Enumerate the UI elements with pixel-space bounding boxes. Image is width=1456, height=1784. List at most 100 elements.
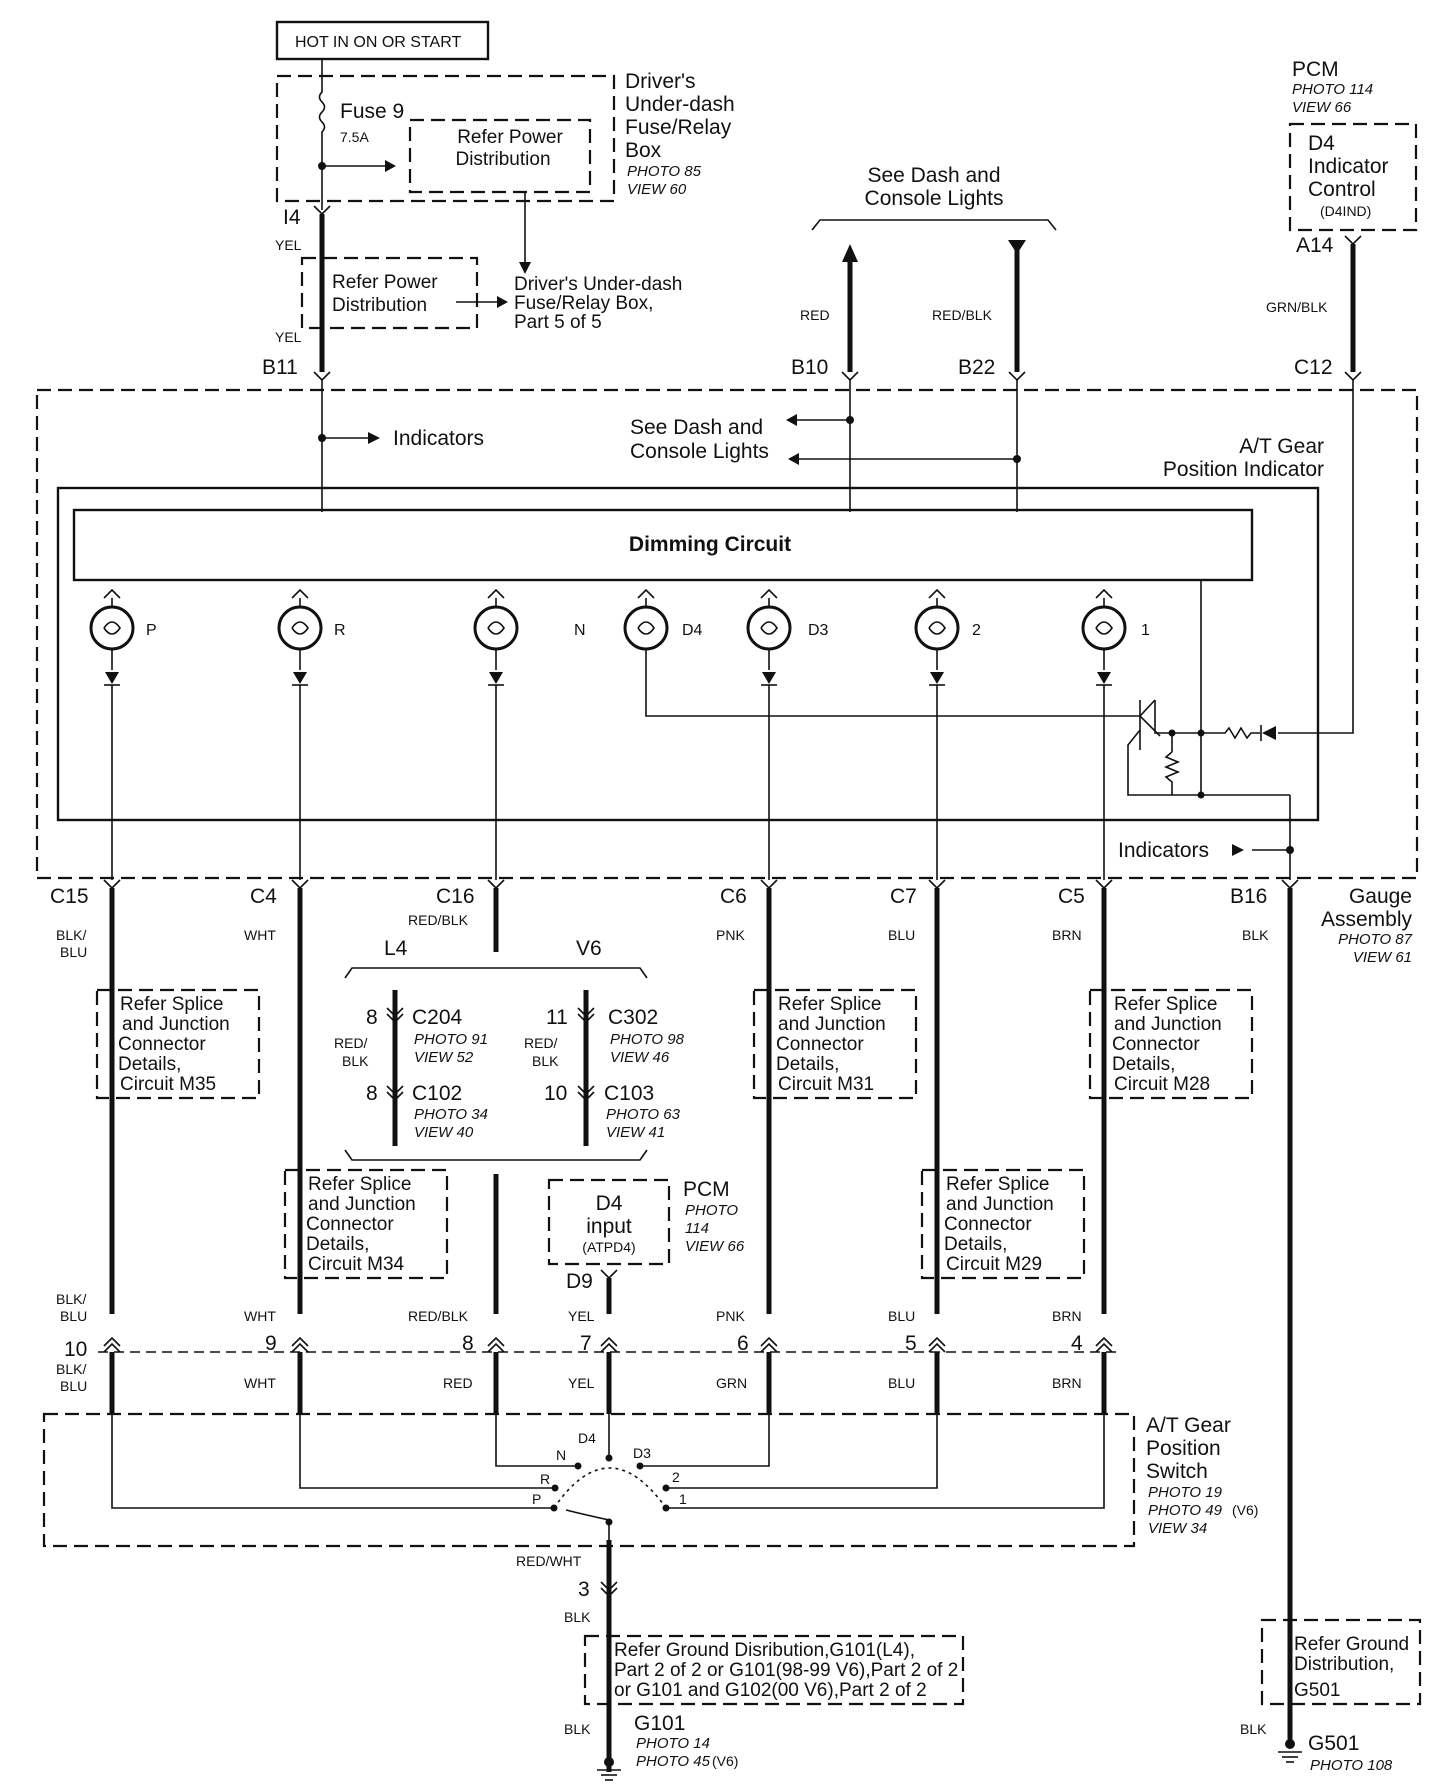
gauge-assembly-1: Gauge — [1349, 885, 1412, 908]
refer-g501-3: G501 — [1294, 1680, 1340, 1701]
b10-connector-symbol — [841, 371, 859, 382]
c12-connector-symbol — [1344, 371, 1362, 382]
hot-label-box — [275, 20, 490, 61]
ground-symbol-g501 — [1278, 1716, 1302, 1763]
gear-switch-contacts — [111, 1414, 1105, 1540]
fuse-box-photo: PHOTO 85 — [627, 163, 702, 180]
c102-name: C102 — [412, 1082, 462, 1105]
c102-view: VIEW 40 — [414, 1124, 474, 1141]
fuse-branch-arrow — [385, 160, 396, 172]
pin-c5: C5 — [1058, 885, 1085, 908]
c204-photo: PHOTO 91 — [414, 1031, 488, 1048]
refer-power-box-a — [408, 118, 592, 194]
ground-pin-3: 3 — [578, 1578, 590, 1601]
pcm-top-box-4: (D4IND) — [1320, 203, 1371, 219]
splice-m34-box — [283, 1168, 449, 1280]
splice-m31-3: Connector — [776, 1034, 864, 1055]
splice-m34-2: and Junction — [308, 1194, 416, 1215]
l4-redblk-2: BLK — [342, 1053, 369, 1069]
c102-pin: 8 — [366, 1082, 378, 1105]
dash-internal-arrow-2 — [788, 453, 799, 465]
pcm-top-view: VIEW 66 — [1292, 99, 1352, 116]
l4-redblk-1: RED/ — [334, 1035, 368, 1051]
refer-g501-box — [1260, 1618, 1422, 1706]
c103-connector-symbol — [577, 1085, 595, 1102]
pcm-top-box-3: Control — [1308, 178, 1376, 201]
lamp-label-n: N — [574, 622, 586, 639]
switch-wire-above-2: BLU — [60, 1308, 87, 1324]
fuse-9-symbol — [318, 76, 326, 150]
refer-power-box-b — [300, 256, 479, 330]
c103-photo: PHOTO 63 — [606, 1106, 681, 1123]
splice-m34-3: Connector — [306, 1214, 394, 1235]
c103-name: C103 — [604, 1082, 654, 1105]
fuse-box-view: VIEW 60 — [627, 181, 687, 198]
splice-m29-1: Refer Splice — [946, 1174, 1050, 1195]
gauge-assembly-2: Assembly — [1321, 908, 1413, 931]
splice-m29-2: and Junction — [946, 1194, 1054, 1215]
g501-photo: PHOTO 108 — [1310, 1757, 1393, 1774]
lamp-n — [473, 588, 519, 686]
splice-m34-1: Refer Splice — [308, 1174, 412, 1195]
pin-3-connector-symbol — [600, 1581, 618, 1598]
dash-lights-title-2: Console Lights — [865, 187, 1004, 210]
switch-pin-9: 9 — [265, 1332, 277, 1355]
lamp-2 — [914, 588, 960, 686]
lamp-label-2: 2 — [972, 622, 981, 639]
v6-redblk-2: BLK — [532, 1053, 559, 1069]
ground-symbol-g101 — [597, 1757, 621, 1781]
part-text-3: Part 5 of 5 — [514, 312, 602, 333]
splice-m34-5: Circuit M34 — [308, 1254, 405, 1275]
switch-title-2: Position — [1146, 1437, 1221, 1460]
c302-view: VIEW 46 — [610, 1049, 670, 1066]
pin-c6: C6 — [720, 885, 747, 908]
pcm-d4-input-box — [547, 1178, 671, 1266]
gauge-assembly-outline — [35, 388, 1419, 880]
switch-pos-d3: D3 — [633, 1445, 651, 1461]
wire-yel-a: YEL — [275, 237, 302, 253]
lamp-label-d4: D4 — [682, 622, 703, 639]
dash-internal-node-2 — [1013, 455, 1021, 463]
dash-lights-bracket — [811, 219, 1057, 231]
wire-c16: RED/BLK — [408, 912, 469, 928]
lamp-label-p: P — [146, 622, 157, 639]
g101-photo-1: PHOTO 14 — [636, 1735, 710, 1752]
gauge-dash-lights-1: See Dash and — [630, 416, 763, 439]
gear-position-indicator-box — [56, 486, 1320, 822]
pcm-bottom-box-1: D4 — [596, 1192, 623, 1215]
lamp-label-d3: D3 — [808, 622, 829, 639]
c302-photo: PHOTO 98 — [610, 1031, 685, 1048]
pin-b16: B16 — [1230, 885, 1267, 908]
switch-wire-below-3: WHT — [244, 1375, 276, 1391]
splice-m28-3: Connector — [1112, 1034, 1200, 1055]
wire-redwht: RED/WHT — [516, 1553, 582, 1569]
c302-connector-symbol — [577, 1007, 595, 1024]
b22-connector-symbol — [1008, 371, 1026, 382]
switch-wire-above-1: BLK/ — [56, 1291, 86, 1307]
d4-driver-circuit — [1127, 380, 1354, 851]
pcm-top-box-1: D4 — [1308, 132, 1335, 155]
splice-m29-4: Details, — [944, 1234, 1007, 1255]
splice-m28-2: and Junction — [1114, 1014, 1222, 1035]
pin-d9: D9 — [566, 1270, 593, 1293]
lamp-d3 — [746, 588, 792, 686]
switch-connector-symbols — [103, 1336, 1113, 1353]
switch-wire-above-6: PNK — [716, 1308, 745, 1324]
pin-c7: C7 — [890, 885, 917, 908]
refer-power-b-arrow — [497, 296, 508, 308]
splice-m35-1: Refer Splice — [120, 994, 224, 1015]
lamp-label-r: R — [334, 622, 346, 639]
splice-m35-5: Circuit M35 — [120, 1074, 216, 1095]
switch-wire-above-3: WHT — [244, 1308, 276, 1324]
switch-wire-below-5: YEL — [568, 1375, 595, 1391]
switch-wire-above-5: YEL — [568, 1308, 595, 1324]
dash-internal-node-1 — [846, 416, 854, 424]
switch-pin-7: 7 — [580, 1332, 592, 1355]
switch-wire-below-8: BRN — [1052, 1375, 1082, 1391]
refer-power-a-line2: Distribution — [455, 149, 550, 170]
wire-blk-a: BLK — [564, 1609, 591, 1625]
splice-m35-3: Connector — [118, 1034, 206, 1055]
wire-c7: BLU — [888, 927, 915, 943]
switch-pos-1: 1 — [679, 1491, 687, 1507]
